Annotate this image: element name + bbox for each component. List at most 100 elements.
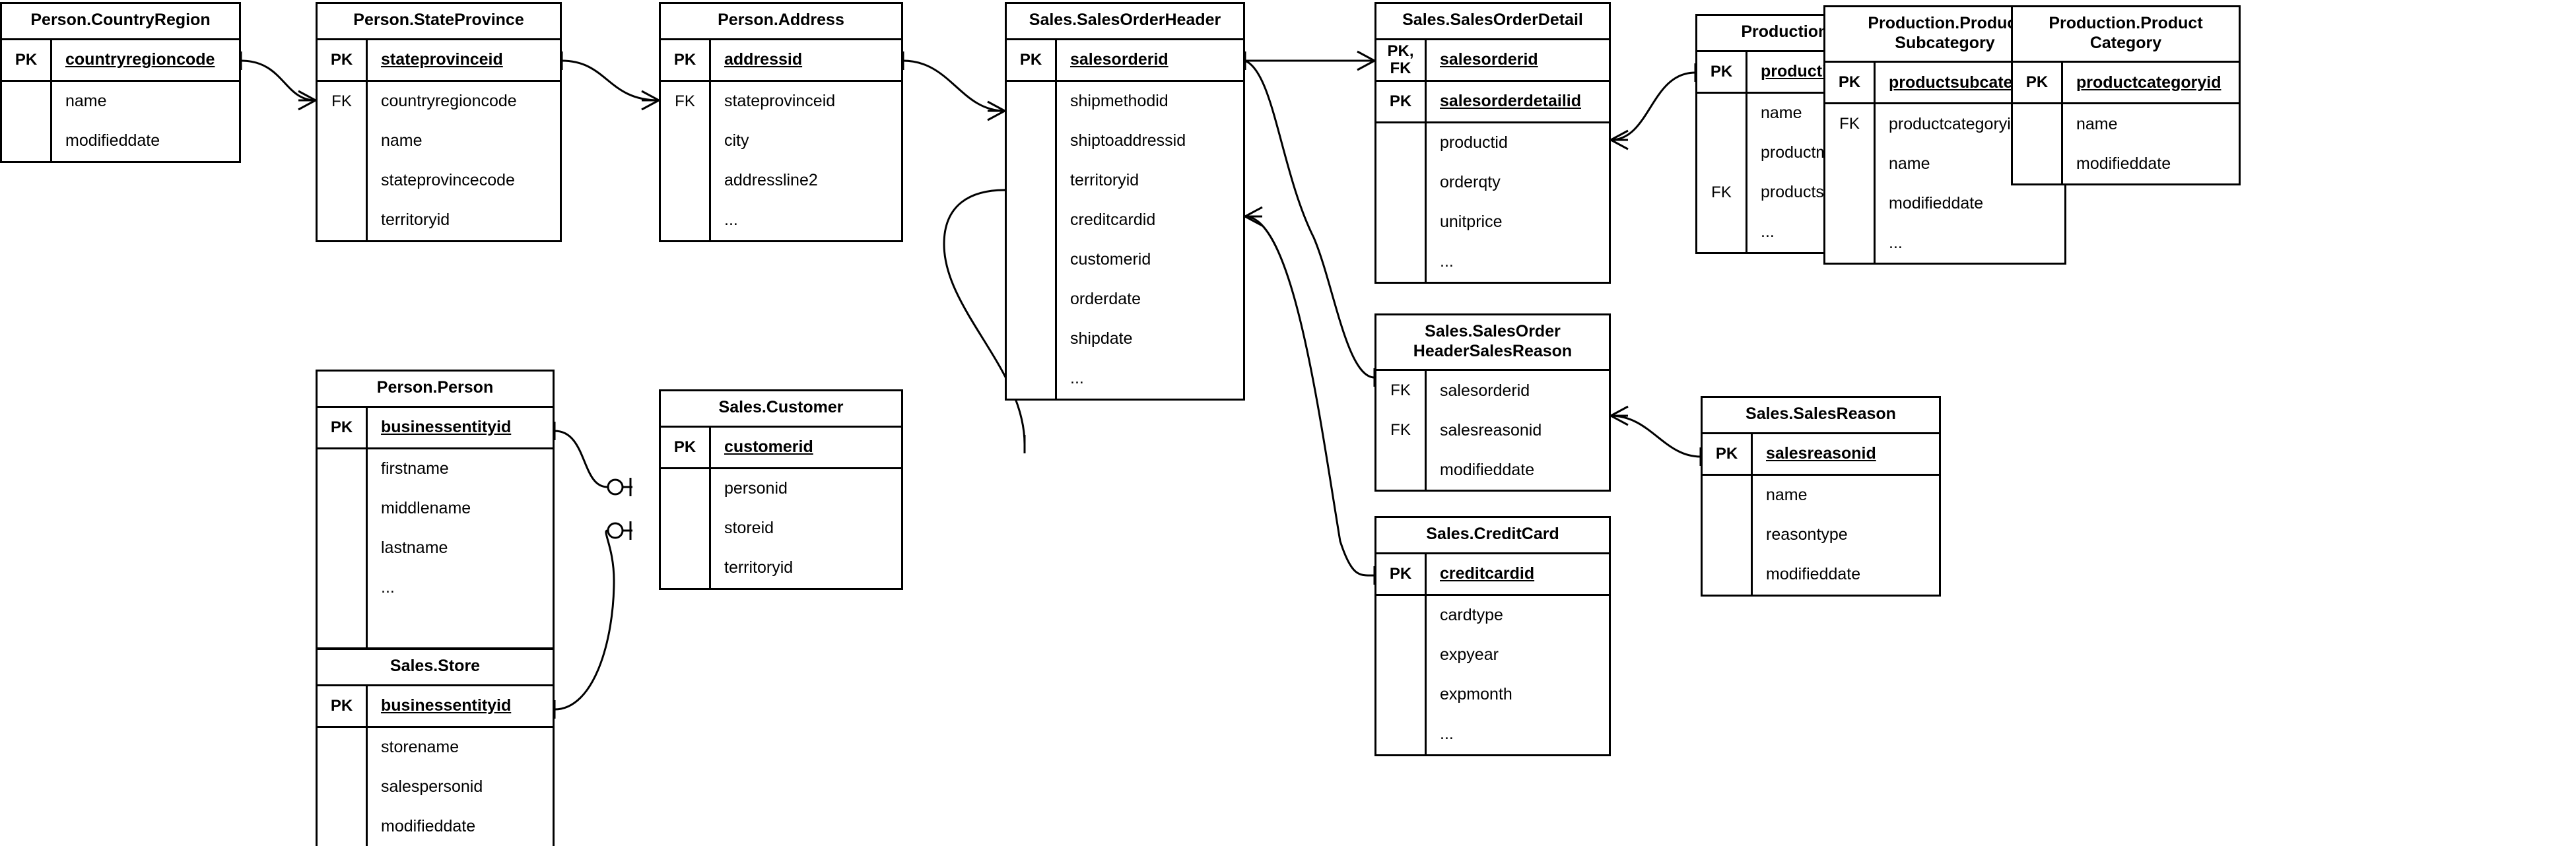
attribute-name: orderdate <box>1070 290 1141 308</box>
attribute-row[interactable]: cardtype <box>1376 595 1609 635</box>
key-badge <box>1376 595 1427 635</box>
attribute-name: ... <box>381 578 395 597</box>
entity-sales-salesorderdetail[interactable]: Sales.SalesOrderDetail PK, FK salesorder… <box>1374 2 1611 284</box>
entity-key-section: PK productcategoryid <box>2013 63 2239 104</box>
key-badge <box>318 806 368 846</box>
attribute-row[interactable]: PK salesreasonid <box>1703 434 1939 474</box>
attribute-row[interactable]: reasontype <box>1703 515 1939 555</box>
attribute-row[interactable]: orderqty <box>1376 162 1609 203</box>
attribute-row[interactable]: name <box>2 81 239 121</box>
attribute-row[interactable]: territoryid <box>1007 160 1243 201</box>
entity-key-section: PK salesorderid <box>1007 40 1243 82</box>
entity-sales-creditcard[interactable]: Sales.CreditCard PK creditcardid cardtyp… <box>1374 516 1611 756</box>
attribute-row[interactable]: modifieddate <box>1703 554 1939 595</box>
attribute-row[interactable]: name <box>2013 104 2239 144</box>
attribute-row[interactable]: middlename <box>318 488 553 529</box>
attribute-row[interactable]: ... <box>1376 714 1609 754</box>
attribute-name: storename <box>381 738 459 756</box>
attribute-row[interactable]: shiptoaddressid <box>1007 121 1243 161</box>
attribute-row[interactable]: modifieddate <box>2013 144 2239 183</box>
key-badge <box>1697 212 1747 252</box>
attribute-row[interactable]: shipdate <box>1007 319 1243 359</box>
entity-title: Production.Product Subcategory <box>1825 7 2064 63</box>
attribute-row[interactable]: modifieddate <box>1376 450 1609 490</box>
key-badge <box>1703 515 1753 555</box>
attribute-row[interactable]: stateprovincecode <box>318 160 560 201</box>
attribute-row[interactable]: city <box>661 121 901 161</box>
attribute-row[interactable]: salespersonid <box>318 767 553 807</box>
key-badge: PK <box>2013 63 2063 102</box>
attribute-row[interactable]: name <box>1825 144 2064 183</box>
attribute-name: ... <box>1070 369 1084 387</box>
entity-attribute-section: shipmethodid shiptoaddressid territoryid… <box>1007 81 1243 399</box>
attribute-name: modifieddate <box>1440 460 1535 479</box>
attribute-name: name <box>381 131 423 150</box>
attribute-row[interactable]: modifieddate <box>2 121 239 161</box>
entity-production-productcategory[interactable]: Production.Product Category PK productca… <box>2011 5 2241 185</box>
attribute-name: countryregioncode <box>65 50 215 69</box>
attribute-row[interactable]: storename <box>318 727 553 767</box>
attribute-row[interactable]: territoryid <box>661 548 901 588</box>
attribute-row[interactable]: customerid <box>1007 240 1243 280</box>
key-badge: PK <box>1703 434 1753 474</box>
attribute-name: creditcardid <box>1070 211 1156 229</box>
attribute-row[interactable]: PK businessentityid <box>318 407 553 447</box>
entity-sales-salesorderheader[interactable]: Sales.SalesOrderHeader PK salesorderid s… <box>1005 2 1245 401</box>
attribute-row[interactable]: FK salesorderid <box>1376 371 1609 410</box>
key-badge: FK <box>318 81 368 121</box>
entity-sales-customer[interactable]: Sales.Customer PK customerid personid st… <box>659 389 903 590</box>
entity-person-stateprovince[interactable]: Person.StateProvince PK stateprovinceid … <box>316 2 562 242</box>
attribute-name: salesorderid <box>1070 50 1169 69</box>
attribute-row[interactable]: PK stateprovinceid <box>318 40 560 80</box>
attribute-row[interactable]: storeid <box>661 508 901 548</box>
attribute-row[interactable]: name <box>1703 475 1939 515</box>
attribute-row[interactable]: PK countryregioncode <box>2 40 239 80</box>
attribute-row[interactable]: addressline2 <box>661 160 901 201</box>
attribute-row[interactable]: FK salesreasonid <box>1376 410 1609 450</box>
attribute-row[interactable]: unitprice <box>1376 202 1609 242</box>
attribute-row[interactable]: modifieddate <box>1825 183 2064 223</box>
attribute-row[interactable]: creditcardid <box>1007 200 1243 240</box>
entity-person-countryregion[interactable]: Person.CountryRegion PK countryregioncod… <box>0 2 241 163</box>
entity-sales-store[interactable]: Sales.Store PK businessentityid storenam… <box>316 648 555 846</box>
entity-key-section: PK stateprovinceid <box>318 40 560 82</box>
entity-key-section: PK businessentityid <box>318 686 553 728</box>
attribute-row[interactable]: ... <box>1007 358 1243 399</box>
attribute-row[interactable]: orderdate <box>1007 279 1243 319</box>
attribute-row[interactable]: FK countryregioncode <box>318 81 560 121</box>
entity-sales-salesreason[interactable]: Sales.SalesReason PK salesreasonid name … <box>1701 396 1941 597</box>
attribute-row[interactable]: PK, FK salesorderid <box>1376 40 1609 80</box>
attribute-row[interactable]: name <box>318 121 560 161</box>
attribute-row[interactable]: ... <box>661 200 901 240</box>
attribute-row[interactable]: personid <box>661 469 901 509</box>
key-badge <box>1825 183 1876 223</box>
key-badge <box>1376 674 1427 715</box>
attribute-row[interactable]: FK stateprovinceid <box>661 81 901 121</box>
attribute-row[interactable]: shipmethodid <box>1007 81 1243 121</box>
entity-key-section: PK creditcardid <box>1376 554 1609 596</box>
attribute-row[interactable]: productid <box>1376 123 1609 163</box>
attribute-row[interactable]: PK salesorderid <box>1007 40 1243 80</box>
attribute-row[interactable]: PK creditcardid <box>1376 554 1609 594</box>
attribute-row[interactable]: firstname <box>318 449 553 489</box>
entity-person-person[interactable]: Person.Person PK businessentityid firstn… <box>316 370 555 649</box>
attribute-row[interactable]: expmonth <box>1376 674 1609 715</box>
entity-sales-salesorderheadersalesreason[interactable]: Sales.SalesOrder HeaderSalesReason FK sa… <box>1374 313 1611 492</box>
attribute-row[interactable]: PK salesorderdetailid <box>1376 81 1609 121</box>
attribute-row[interactable]: territoryid <box>318 200 560 240</box>
attribute-row[interactable]: PK customerid <box>661 427 901 467</box>
attribute-row[interactable]: expyear <box>1376 635 1609 675</box>
attribute-row[interactable]: ... <box>1697 212 1939 252</box>
attribute-row[interactable]: modifieddate <box>318 806 553 846</box>
connector-stateprovince-address <box>560 51 660 111</box>
attribute-row[interactable]: PK businessentityid <box>318 686 553 726</box>
attribute-row[interactable]: ... <box>318 568 553 608</box>
key-badge: PK <box>2 40 52 80</box>
attribute-row[interactable]: PK productcategoryid <box>2013 63 2239 102</box>
entity-person-address[interactable]: Person.Address PK addressid FK stateprov… <box>659 2 903 242</box>
entity-title: Person.Person <box>318 372 553 408</box>
attribute-row[interactable]: lastname <box>318 528 553 568</box>
attribute-row[interactable]: ... <box>1376 242 1609 282</box>
attribute-row[interactable]: ... <box>1825 223 2064 263</box>
attribute-row[interactable]: PK addressid <box>661 40 901 80</box>
